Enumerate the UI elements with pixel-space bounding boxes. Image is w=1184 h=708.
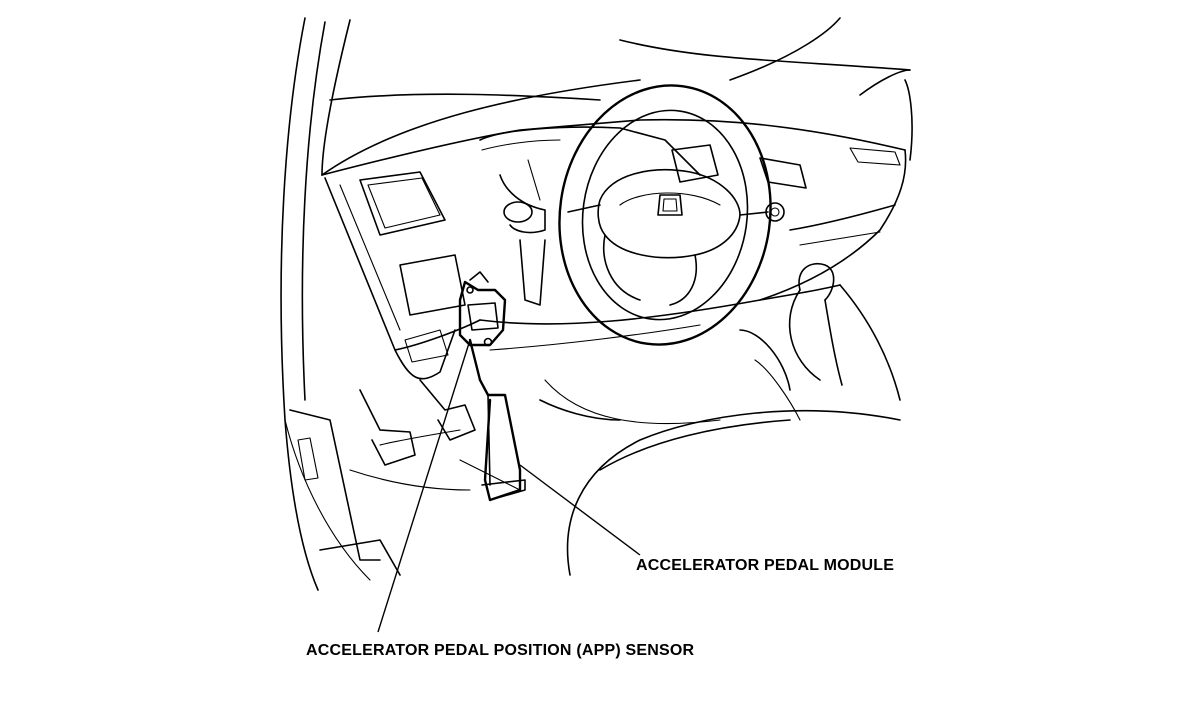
windshield-base — [321, 17, 913, 176]
app-sensor-label: ACCELERATOR PEDAL POSITION (APP) SENSOR — [306, 642, 695, 659]
brake-clutch-pedals — [359, 379, 476, 466]
pedal-module-leader — [519, 464, 641, 556]
dashboard — [321, 118, 907, 380]
app-sensor-leader — [377, 339, 471, 633]
floor — [289, 409, 521, 576]
accelerator-pedal-module — [468, 338, 526, 502]
a-pillar — [280, 17, 371, 591]
driver-seat — [539, 379, 901, 576]
center-console — [739, 263, 901, 421]
accelerator-pedal-module-label: ACCELERATOR PEDAL MODULE — [636, 557, 895, 574]
app-sensor — [458, 271, 507, 347]
steering-wheel — [558, 84, 772, 346]
steering-column — [499, 159, 546, 306]
